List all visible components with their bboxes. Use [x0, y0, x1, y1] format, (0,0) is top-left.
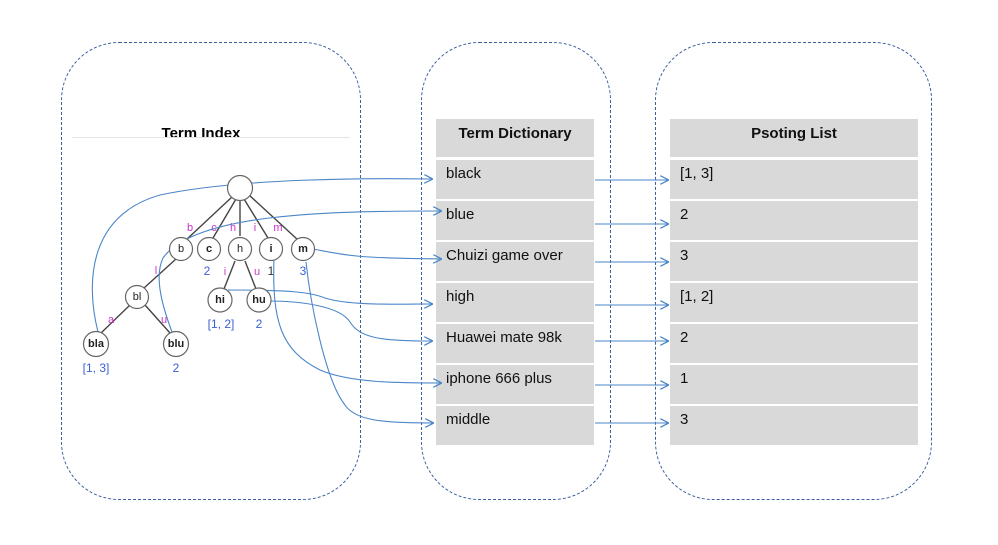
edge-root-c: [212, 198, 237, 239]
trie-edge-labels: b c h i m l i u a u: [108, 222, 283, 326]
edge-label-root-i: i: [254, 222, 256, 234]
connector-blu-blue: [158, 211, 441, 333]
edge-label-b-bl: l: [155, 265, 157, 277]
edge-bl-blu: [144, 304, 171, 334]
connector-bla-black: [91, 179, 432, 333]
dict-row-black: black: [436, 160, 594, 199]
node-h: [227, 236, 253, 262]
node-root: [226, 174, 254, 202]
connector-m-middle: [305, 261, 433, 423]
node-label-c: c: [206, 243, 212, 255]
trie-posting-labels: 2 3 [1, 2] 2 [1, 3] 2: [83, 264, 307, 375]
posting-label-blu: 2: [173, 361, 180, 375]
edge-label-root-h: h: [230, 222, 236, 234]
term-index-panel: [61, 42, 361, 500]
dict-row-high: high: [436, 283, 594, 322]
node-label-i: i: [269, 243, 272, 255]
posting-row-5: 2: [670, 324, 918, 363]
edge-label-bl-bla: a: [108, 314, 115, 326]
posting-label-bla: [1, 3]: [83, 361, 110, 375]
edge-label-h-hu: u: [254, 266, 260, 278]
edge-label-bl-blu: u: [161, 314, 167, 326]
node-label-bla: bla: [88, 338, 105, 350]
node-b: [168, 236, 194, 262]
connector-hi-high: [227, 289, 432, 304]
node-m: [290, 236, 316, 262]
node-bla: [82, 330, 110, 358]
edge-h-hu: [244, 260, 257, 290]
term-index-title-divider: [72, 137, 350, 138]
posting-label-c: 2: [204, 264, 211, 278]
node-i: [258, 236, 284, 262]
edge-root-b: [185, 196, 233, 241]
dict-row-middle: middle: [436, 406, 594, 445]
dictionary-connectors: [91, 179, 668, 423]
edge-root-i: [243, 198, 269, 239]
dict-row-chuizi: Chuizi game over: [436, 242, 594, 281]
connector-i-iphone: [273, 257, 441, 383]
posting-label-hu: 2: [256, 317, 263, 331]
edge-label-root-m: m: [273, 222, 282, 234]
posting-row-3: 3: [670, 242, 918, 281]
term-dictionary-header: Term Dictionary: [436, 119, 594, 157]
dict-row-blue: blue: [436, 201, 594, 240]
posting-row-7: 3: [670, 406, 918, 445]
posting-list-panel: [655, 42, 932, 500]
posting-row-1: [1, 3]: [670, 160, 918, 199]
connector-m-chuizi: [312, 248, 441, 259]
node-c: [196, 236, 222, 262]
edge-label-h-hi: i: [224, 266, 226, 278]
dict-row-huawei: Huawei mate 98k: [436, 324, 594, 363]
posting-row-4: [1, 2]: [670, 283, 918, 322]
edge-b-bl: [143, 258, 177, 289]
edge-label-root-b: b: [187, 222, 193, 234]
connector-hu-huawei: [267, 300, 432, 341]
trie-nodes: [82, 174, 316, 358]
trie-edges: [100, 194, 299, 334]
node-bl: [124, 284, 150, 310]
posting-label-hi: [1, 2]: [208, 317, 235, 331]
edge-label-root-c: c: [211, 222, 217, 234]
posting-label-i: 1: [268, 264, 275, 278]
node-label-b: b: [178, 243, 184, 255]
posting-row-6: 1: [670, 365, 918, 404]
node-label-blu: blu: [168, 338, 185, 350]
dict-row-iphone: iphone 666 plus: [436, 365, 594, 404]
term-dictionary-panel: [421, 42, 611, 500]
posting-label-m: 3: [300, 264, 307, 278]
node-label-m: m: [298, 243, 308, 255]
node-label-hi: hi: [215, 294, 225, 306]
posting-row-2: 2: [670, 201, 918, 240]
node-hi: [207, 287, 233, 313]
posting-list-header: Psoting List: [670, 119, 918, 157]
node-blu: [162, 330, 190, 358]
edge-h-hi: [223, 260, 236, 290]
node-label-bl: bl: [133, 291, 142, 303]
node-hu: [246, 287, 272, 313]
trie-node-labels: b c h i m bl hi hu bla blu: [88, 243, 308, 350]
node-label-hu: hu: [252, 294, 265, 306]
edge-bl-bla: [100, 304, 131, 334]
node-label-h: h: [237, 243, 243, 255]
